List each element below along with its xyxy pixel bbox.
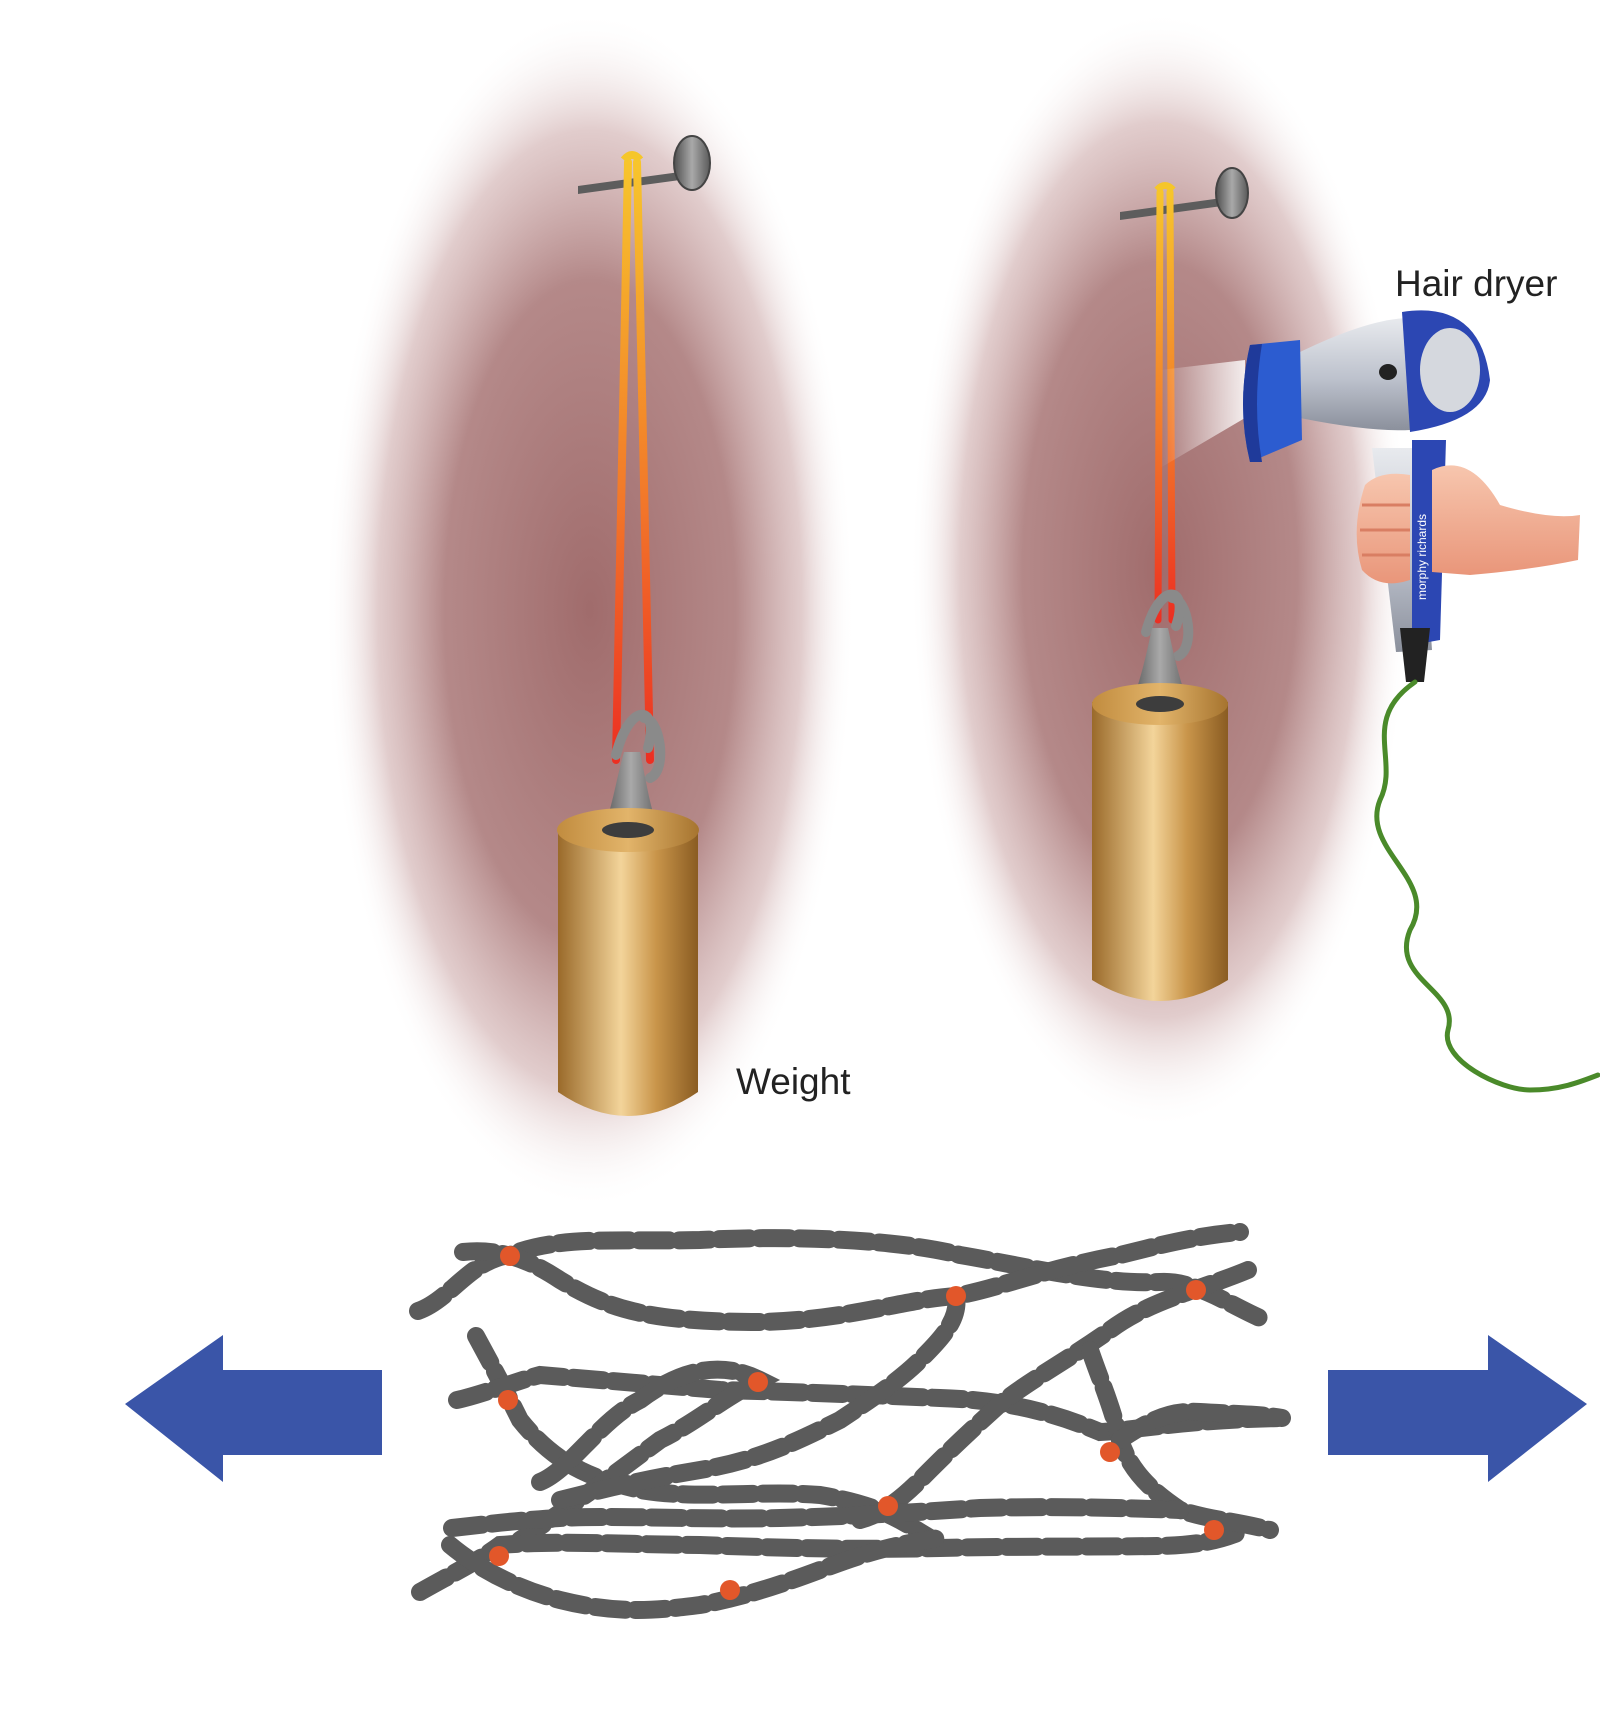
crosslink-dot	[1204, 1520, 1224, 1540]
crosslink-dot	[878, 1496, 898, 1516]
polymer-chain-7	[551, 1287, 966, 1509]
crosslink-dot	[489, 1546, 509, 1566]
crosslink-dot	[498, 1390, 518, 1410]
polymer-network	[125, 1223, 1587, 1619]
dryer-brand-label: morphy richards	[1415, 514, 1429, 600]
weight-cylinder-right	[1092, 683, 1228, 1001]
left-setup: Weight	[557, 135, 851, 1116]
crosslink-dot	[1100, 1442, 1120, 1462]
crosslink-dot	[1186, 1280, 1206, 1300]
left-halo	[325, 10, 855, 1210]
polymer-chain-12	[443, 1498, 1189, 1537]
rubber-band	[612, 151, 654, 764]
crosslinks	[489, 1246, 1224, 1600]
arrow-left-icon	[125, 1335, 382, 1482]
arrow-right-icon	[1328, 1335, 1587, 1482]
polymer-chain-5	[851, 1261, 1257, 1529]
power-cord	[1374, 679, 1600, 1093]
crosslink-dot	[946, 1286, 966, 1306]
crosslink-dot	[748, 1372, 768, 1392]
hair-dryer-label: Hair dryer	[1395, 263, 1557, 304]
polymer-chain-2	[454, 1223, 1249, 1332]
weight-cylinder	[557, 808, 699, 1116]
right-setup: morphy richards Hair dryer	[1092, 167, 1600, 1093]
hot-air-stream	[1160, 360, 1245, 468]
polymer-chain-8	[411, 1523, 1249, 1601]
crosslink-dot	[720, 1580, 740, 1600]
polymer-chain-10	[1081, 1341, 1279, 1539]
hand	[1356, 465, 1580, 584]
polymer-chain-9	[441, 1529, 949, 1619]
crosslink-dot	[500, 1246, 520, 1266]
weight-label: Weight	[736, 1061, 851, 1102]
polymer-chain-11	[1111, 1402, 1291, 1449]
